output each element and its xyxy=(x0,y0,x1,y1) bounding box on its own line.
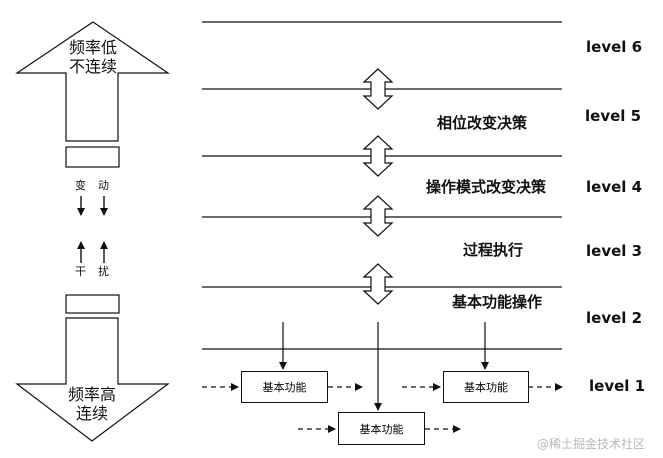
level-label-6: level 6 xyxy=(586,38,643,56)
level-label-4: level 4 xyxy=(586,178,643,196)
up-arrow-base xyxy=(65,146,120,168)
down-arrow-base xyxy=(65,294,120,314)
phase-change-decision-label: 相位改变决策 xyxy=(437,114,528,132)
double-arrow-icon xyxy=(362,135,394,177)
down-arrow-shape xyxy=(15,317,170,442)
double-arrow-icon xyxy=(362,195,394,237)
level-label-5: level 5 xyxy=(585,107,642,125)
process-execution-label: 过程执行 xyxy=(463,241,524,259)
up-arrow-text-line2: 不连续 xyxy=(68,57,117,76)
disturb-char-2: 扰 xyxy=(98,265,109,278)
level-label-3: level 3 xyxy=(586,242,643,260)
up-arrow-text: 频率低 不连续 xyxy=(43,38,143,76)
function-box-2: 基本功能 xyxy=(443,371,529,403)
down-arrow-text-line1: 频率高 xyxy=(67,385,116,404)
function-box-1: 基本功能 xyxy=(241,371,328,403)
mode-change-decision-label: 操作模式改变决策 xyxy=(426,178,547,196)
watermark: @稀土掘金技术社区 xyxy=(537,437,646,451)
down-arrow-text: 频率高 连续 xyxy=(42,385,142,423)
double-arrow-icon xyxy=(362,263,394,305)
up-arrow-text-line1: 频率低 xyxy=(68,38,117,57)
up-arrow-shape xyxy=(15,21,170,142)
level-label-1: level 1 xyxy=(589,377,646,395)
basic-function-operation-label: 基本功能操作 xyxy=(452,293,543,311)
level-label-2: level 2 xyxy=(586,309,643,327)
down-arrow-text-line2: 连续 xyxy=(75,404,108,423)
double-arrow-icon xyxy=(362,68,394,110)
function-box-3: 基本功能 xyxy=(338,412,425,445)
disturb-char-1: 干 xyxy=(75,265,86,278)
change-char-1: 变 xyxy=(75,179,86,192)
change-char-2: 动 xyxy=(98,179,109,192)
